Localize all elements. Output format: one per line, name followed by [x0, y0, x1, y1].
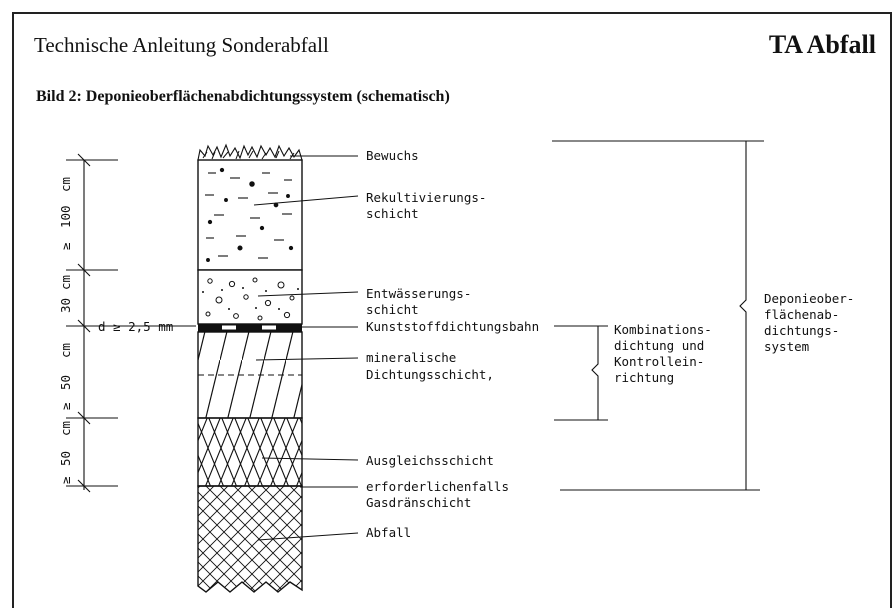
label-abfall: Abfall [366, 525, 411, 540]
dim-sealing-unit: cm [58, 343, 73, 358]
label-gasdraen-2: Gasdränschicht [366, 495, 471, 510]
dim-leveling-value: 50 [58, 451, 73, 466]
vegetation-layer [197, 143, 303, 161]
label-bewuchs: Bewuchs [366, 148, 419, 163]
dim-top-value: 100 [58, 205, 73, 228]
document-title: Technische Anleitung Sonderabfall [34, 33, 329, 57]
document-frame [12, 12, 892, 608]
figure-caption: Bild 2: Deponieoberflächenabdichtungssys… [36, 88, 450, 105]
dim-leveling-ge: ≥ [58, 476, 73, 484]
combination-label-3: Kontrollein- [614, 354, 704, 369]
leveling-layer [197, 417, 303, 487]
label-mineralisch-1: mineralische [366, 350, 456, 365]
label-mineralisch-2: Dichtungsschicht, [366, 367, 494, 382]
label-rekultivierung-2: schicht [366, 206, 419, 221]
dim-top-ge: ≥ [58, 242, 73, 250]
dimension-lines [66, 153, 196, 493]
system-label-3: dichtungs- [764, 323, 839, 338]
label-rekultivierung-1: Rekultivierungs- [366, 190, 486, 205]
label-ausgleichsschicht: Ausgleichsschicht [366, 453, 494, 468]
system-bracket [552, 140, 764, 491]
system-label-1: Deponieober- [764, 291, 854, 306]
combination-label-1: Kombinations- [614, 322, 712, 337]
document-short-title: TA Abfall [768, 30, 876, 59]
dim-leveling-unit: cm [58, 421, 73, 436]
membrane-thickness-label: d ≥ 2,5 mm [98, 319, 173, 334]
label-kunststoffdichtungsbahn: Kunststoffdichtungsbahn [366, 319, 539, 334]
label-gasdraen-1: erforderlichenfalls [366, 479, 509, 494]
combination-label-2: dichtung und [614, 338, 704, 353]
leader-lines [253, 155, 359, 541]
label-entwaesserung-1: Entwässerungs- [366, 286, 471, 301]
dim-top-unit: cm [58, 177, 73, 192]
mineral-sealing-layer [197, 331, 303, 419]
combination-label-4: richtung [614, 370, 674, 385]
system-label-4: system [764, 339, 809, 354]
dim-drainage-unit: cm [58, 275, 73, 290]
waste-layer [197, 485, 303, 593]
label-entwaesserung-2: schicht [366, 302, 419, 317]
soil-column [197, 143, 303, 593]
dim-sealing-ge: ≥ [58, 402, 73, 410]
combination-bracket [554, 325, 608, 421]
dim-drainage-value: 30 [58, 298, 73, 313]
dim-sealing-value: 50 [58, 375, 73, 390]
system-label-2: flächenab- [764, 307, 839, 322]
drainage-layer [197, 269, 303, 325]
plastic-membrane-layer [198, 324, 302, 332]
recultivation-layer [197, 159, 303, 271]
